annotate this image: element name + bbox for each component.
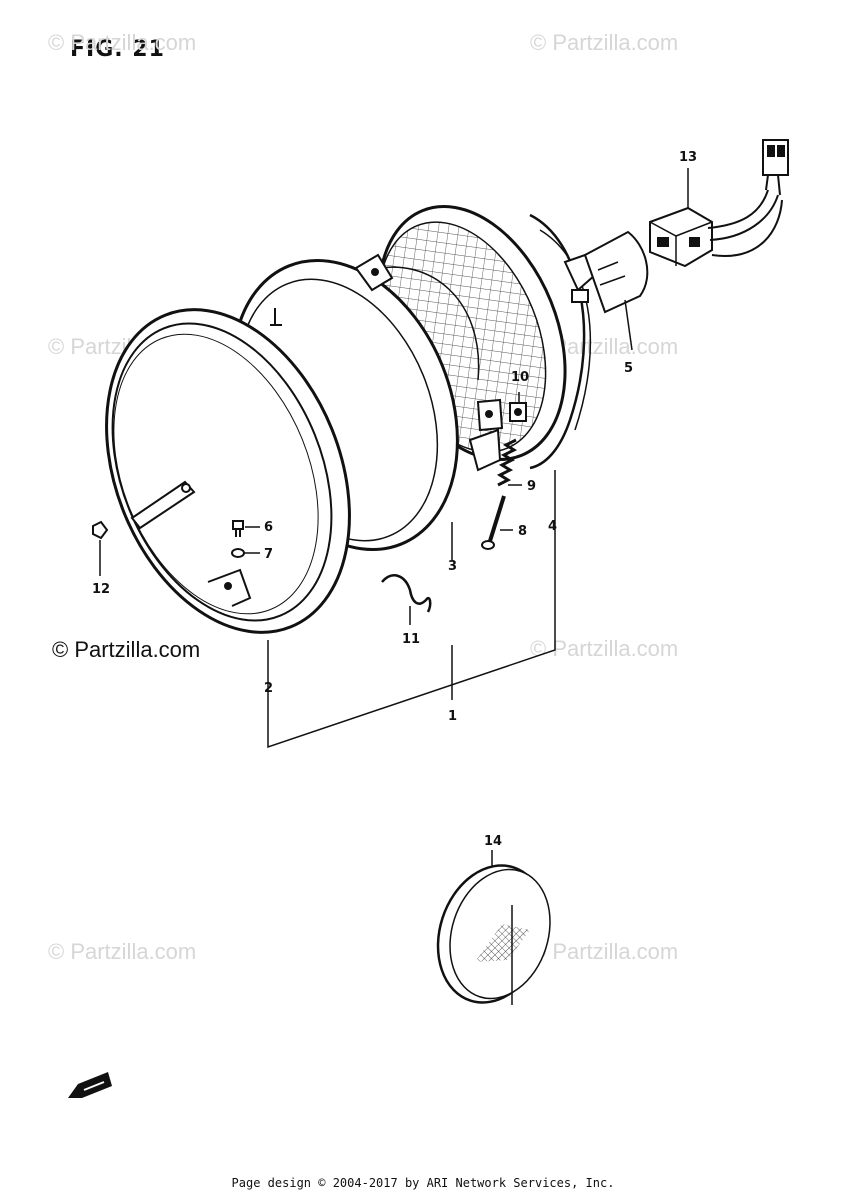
wire-spring-clip [381, 574, 432, 613]
screw-part [232, 520, 244, 537]
callout-5: 5 [624, 361, 633, 376]
callout-3: 3 [448, 559, 457, 574]
washer-part [231, 548, 245, 558]
callout-6: 6 [264, 520, 273, 535]
callout-8: 8 [518, 524, 527, 539]
watermark: © Partzilla.com [530, 939, 679, 964]
callout-2: 2 [264, 681, 273, 696]
headlight-rim [105, 308, 351, 634]
callout-13: 13 [679, 150, 697, 165]
leader-lines [99, 168, 689, 866]
callout-1: 1 [448, 709, 457, 724]
callout-7: 7 [264, 547, 273, 562]
socket-harness [583, 230, 649, 314]
nut-part [92, 520, 109, 540]
watermark: © Partzilla.com [48, 30, 197, 55]
footer-copyright: Page design © 2004-2017 by ARI Network S… [231, 1176, 615, 1190]
front-direction-arrow-icon [68, 1072, 112, 1098]
emblem-cap [436, 864, 551, 1005]
watermark: © Partzilla.com [530, 30, 679, 55]
callout-12: 12 [92, 582, 110, 597]
figure-title: FIG. 21 [70, 37, 165, 62]
callout-11: 11 [402, 632, 420, 647]
adjusting-screw [481, 495, 506, 550]
callout-10: 10 [511, 370, 529, 385]
watermark-prominent: © Partzilla.com [52, 637, 201, 662]
adjuster-spring [496, 438, 518, 487]
callout-9: 9 [527, 479, 536, 494]
callout-4: 4 [548, 519, 557, 534]
watermark: © Partzilla.com [48, 939, 197, 964]
callout-14: 14 [484, 834, 502, 849]
connector-coupler [649, 139, 789, 268]
